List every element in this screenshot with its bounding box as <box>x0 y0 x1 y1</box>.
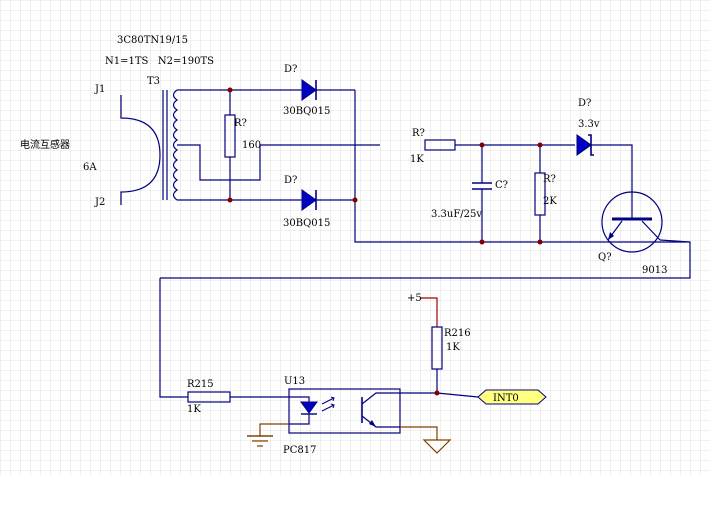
transformer-pin-j1: J1 <box>94 84 105 95</box>
wire-supply <box>420 297 438 327</box>
zener-value: 3.3v <box>578 119 600 130</box>
sheet-margin <box>0 475 710 516</box>
junctions <box>227 87 543 396</box>
series-resistor-value: 1K <box>410 154 424 165</box>
capacitor-value: 3.3uF/25v <box>431 209 482 220</box>
diode-bottom[interactable] <box>301 189 317 211</box>
capacitor-designator: C? <box>495 180 508 191</box>
wire-led-ground <box>259 423 289 436</box>
supply-label: +5 <box>407 293 422 304</box>
secondary-winding <box>172 89 179 201</box>
transistor-part: 9013 <box>642 265 667 276</box>
transformer-turns: N1=1TS N2=190TS <box>105 56 214 67</box>
junction-dot <box>479 239 485 245</box>
series-resistor-designator: R? <box>412 128 425 139</box>
pullup-resistor-designator: R216 <box>444 328 471 339</box>
junction-dot <box>537 239 543 245</box>
wire-collector <box>160 239 691 279</box>
primary-winding <box>120 95 161 205</box>
optocoupler-designator: U13 <box>284 376 305 387</box>
ground-symbol-left <box>247 435 273 447</box>
int0-port-label: INT0 <box>493 393 519 404</box>
wire-opto-emitter <box>400 426 438 440</box>
transistor[interactable] <box>601 191 663 253</box>
junction-dot <box>227 87 233 93</box>
int0-port[interactable]: INT0 <box>477 389 547 405</box>
zener-designator: D? <box>578 98 591 109</box>
wire-int0 <box>436 392 479 398</box>
junction-dot <box>434 390 440 396</box>
wire-zener-base <box>591 144 633 207</box>
transformer-designator: T3 <box>147 76 160 87</box>
transformer-pin-j2: J2 <box>94 197 105 208</box>
optocoupler-part: PC817 <box>283 445 316 456</box>
burden-resistor-value: 160 <box>242 140 261 151</box>
junction-dot <box>479 142 485 148</box>
transformer-label: 电流互感器 <box>20 138 70 151</box>
ground-symbol-right <box>422 439 452 454</box>
diode-top-part: 30BQ015 <box>283 106 330 117</box>
diode-top[interactable] <box>301 79 317 101</box>
transformer-part: 3C80TN19/15 <box>117 35 188 46</box>
diode-bottom-part: 30BQ015 <box>283 218 330 229</box>
burden-resistor-designator: R? <box>234 118 247 129</box>
led-resistor-designator: R215 <box>187 379 214 390</box>
optocoupler[interactable] <box>288 388 401 434</box>
junction-dot <box>227 197 233 203</box>
diode-bottom-designator: D? <box>284 175 297 186</box>
shunt-resistor-designator: R? <box>543 174 556 185</box>
shunt-resistor-value: 2K <box>543 196 557 207</box>
junction-dot <box>537 142 543 148</box>
diode-top-designator: D? <box>284 64 297 75</box>
current-transformer[interactable] <box>120 89 179 205</box>
led-resistor-value: 1K <box>187 404 201 415</box>
pullup-resistor-value: 1K <box>446 342 460 353</box>
transformer-rating: 6A <box>83 162 97 173</box>
junction-dot <box>352 197 358 203</box>
wire-led-resistor-in <box>159 278 188 398</box>
pullup-resistor[interactable] <box>431 326 443 370</box>
wire-rectifier-return <box>354 90 690 243</box>
transistor-designator: Q? <box>598 252 612 263</box>
